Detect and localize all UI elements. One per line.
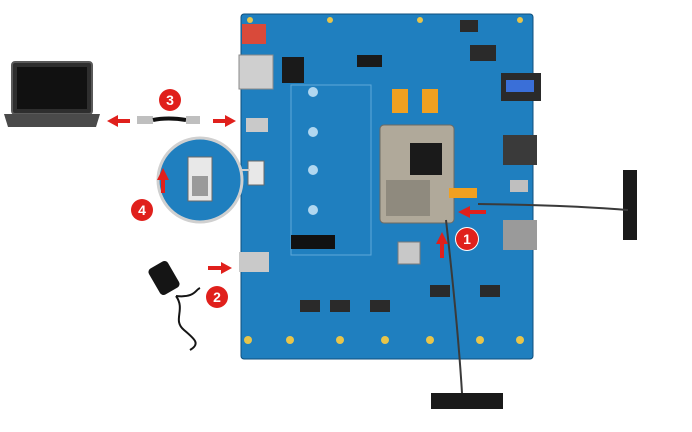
arrow-up-antenna (436, 232, 448, 258)
power-adapter-icon (148, 260, 201, 351)
m2-area (290, 84, 372, 256)
arrow-right-to-power (208, 262, 232, 274)
small-components (300, 20, 500, 312)
ribbon-1 (392, 89, 408, 113)
arrow-left-to-laptop (107, 115, 130, 127)
standoff-3 (308, 165, 318, 175)
soc-die (410, 143, 442, 175)
hdmi-port-2 (503, 220, 537, 250)
callout-1: 1 (456, 228, 478, 250)
ic-chip-1 (282, 57, 304, 83)
arrow-right-to-usb (213, 115, 236, 127)
ribbon-2 (422, 89, 438, 113)
slide-switch (247, 160, 265, 186)
ic-chip-2 (357, 55, 382, 67)
standoff-2 (308, 127, 318, 137)
barrel-connector (242, 24, 266, 44)
ethernet-port (238, 54, 274, 90)
antenna-bottom (431, 219, 503, 409)
ribbon-3 (449, 188, 477, 198)
m2-slot (291, 235, 335, 249)
usb-port-left (246, 118, 268, 132)
arrow-left-antenna (458, 206, 486, 218)
hdmi-port-1 (503, 135, 537, 165)
callout-2: 2 (206, 286, 228, 308)
usb-cable-icon (137, 116, 200, 124)
mounting-holes (244, 17, 524, 344)
sd-slot (397, 241, 421, 265)
power-port-left (239, 252, 269, 272)
switch-zoom (156, 136, 250, 224)
arrows (107, 115, 486, 274)
arrow-up-switch (157, 168, 169, 193)
standoff-4 (308, 205, 318, 215)
usb-c-port (510, 180, 528, 192)
callout-3: 3 (159, 89, 181, 111)
som-shield (386, 180, 430, 216)
usb3-insert (506, 80, 534, 92)
standoff-1 (308, 87, 318, 97)
laptop-icon (4, 61, 100, 127)
callout-4: 4 (131, 199, 153, 221)
antenna-right (477, 170, 637, 240)
